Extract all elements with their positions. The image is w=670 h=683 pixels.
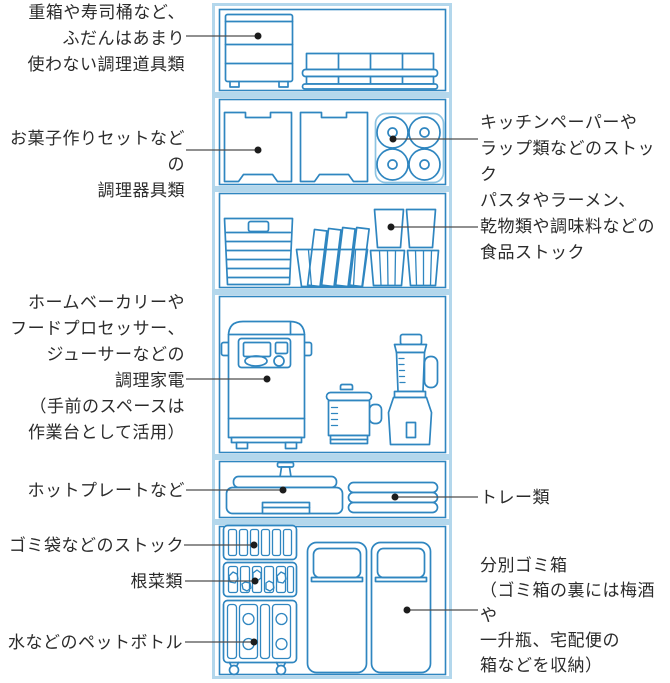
- label-appliances: ホームベーカリーや フードプロセッサー、 ジューサーなどの 調理家電 （手前のス…: [10, 293, 185, 442]
- pet-bottle-cart-icon: [222, 599, 298, 676]
- callout-dot: [403, 606, 411, 614]
- blender-icon: [387, 333, 439, 446]
- lidded-bin-icon: [299, 111, 369, 183]
- slatted-basket-icon: [223, 217, 294, 286]
- callout-lines: [184, 32, 478, 646]
- callout-dot: [263, 375, 271, 383]
- wrap-rolls-box-icon: [374, 112, 445, 184]
- label-baking-tools: お菓子作りセットなどの 調理器具類: [10, 129, 185, 200]
- label-hot-plate: ホットプレートなど: [27, 481, 185, 500]
- root-vegetable-box-icon: [222, 561, 298, 598]
- callout-dot: [254, 146, 262, 154]
- label-root-vegetables: 根菜類: [130, 572, 183, 591]
- label-kitchen-paper: キッチンペーパーや ラップ類などのストック: [480, 113, 655, 184]
- pasta-packages-basket-icon: [295, 226, 370, 288]
- callout-dot: [391, 493, 399, 501]
- label-sorting-bins: 分別ゴミ箱 （ゴミ箱の裏には梅酒や 一升瓶、宅配便の 箱などを収納）: [480, 556, 655, 675]
- stacked-containers-icon: [301, 52, 439, 90]
- label-trays: トレー類: [480, 488, 550, 507]
- trash-bin-icon: [306, 541, 368, 674]
- hot-plate-icon: [225, 461, 344, 515]
- label-garbage-bags: ゴミ袋などのストック: [9, 536, 184, 555]
- callout-dot: [389, 135, 397, 143]
- stacked-drawers-icon: [224, 13, 294, 88]
- callout-dot: [279, 486, 287, 494]
- label-rarely-used-tools: 重箱や寿司桶など、 ふだんはあまり 使わない調理道具類: [27, 3, 185, 74]
- garbage-bag-box-icon: [222, 524, 298, 561]
- bread-maker-icon: [220, 320, 313, 450]
- callout-dot: [387, 223, 395, 231]
- trash-bin-icon: [370, 541, 432, 674]
- label-pet-bottles: 水などのペットボトル: [8, 633, 183, 652]
- callout-dot: [251, 577, 259, 585]
- label-food-stock: パスタやラーメン、 乾物類や調味料などの 食品ストック: [480, 191, 655, 262]
- callout-dot: [250, 638, 258, 646]
- food-processor-icon: [325, 383, 383, 445]
- callout-dot: [254, 32, 262, 40]
- callout-dot: [250, 541, 258, 549]
